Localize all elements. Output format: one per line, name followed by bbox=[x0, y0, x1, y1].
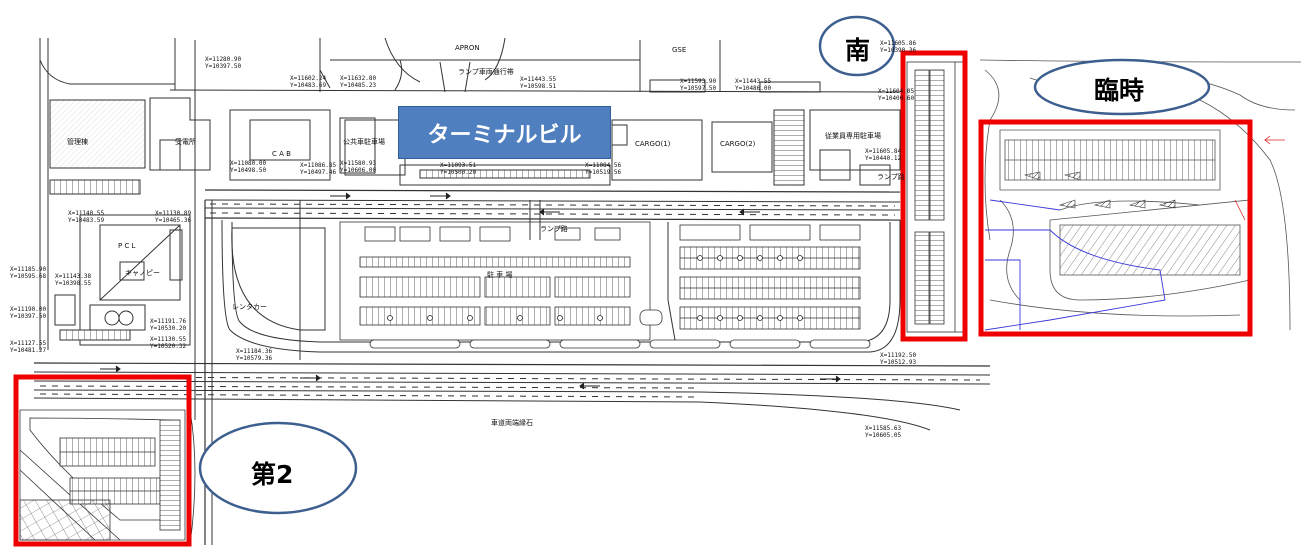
terminal-cargo-buildings bbox=[344, 109, 901, 186]
parking-light-poles bbox=[387, 255, 803, 321]
coord-label: X=11084.56 Y=10519.56 bbox=[585, 162, 622, 176]
parking-lot-label: 駐 車 場 bbox=[487, 271, 513, 279]
temporary-parking-highlight bbox=[978, 119, 1253, 337]
coord-label: X=11127.55 Y=10481.27 bbox=[10, 340, 47, 354]
staff-parking-label: 従業員専用駐車場 bbox=[825, 132, 881, 140]
coord-label: X=11605.86 Y=10390.36 bbox=[880, 40, 917, 54]
south-ellipse bbox=[818, 15, 896, 77]
coord-label: X=11185.90 Y=10595.68 bbox=[10, 266, 47, 280]
coord-label: X=11143.38 Y=10398.55 bbox=[55, 273, 92, 287]
public-parking-label: 公共車駐車場 bbox=[343, 138, 385, 146]
cargo1-label: CARGO(1) bbox=[635, 140, 671, 148]
cargo2-label: CARGO(2) bbox=[720, 140, 756, 148]
highlight-boxes bbox=[13, 50, 1253, 547]
coord-label: X=11604.05 Y=10400.60 bbox=[878, 88, 915, 102]
coord-label: X=11632.80 Y=10485.23 bbox=[340, 75, 377, 89]
coord-label: X=11280.90 Y=10397.50 bbox=[205, 56, 242, 70]
coord-label: X=11130.89 Y=10465.36 bbox=[155, 210, 192, 224]
second-parking-lot bbox=[19, 409, 196, 546]
apron-label: APRON bbox=[455, 44, 480, 52]
south-callout-text: 南 bbox=[845, 36, 871, 65]
coord-label: X=11593.90 Y=10597.50 bbox=[680, 78, 717, 92]
ramp-lane-label: ランプ路 bbox=[540, 225, 568, 233]
coord-label: X=11443.55 Y=10598.51 bbox=[520, 76, 557, 90]
lane-label: 車道両端縁石 bbox=[491, 419, 533, 427]
coord-label: X=11080.00 Y=10498.50 bbox=[230, 160, 267, 174]
coord-label: X=11140.55 Y=10483.59 bbox=[68, 210, 105, 224]
road-network bbox=[33, 38, 991, 545]
gse-label: GSE bbox=[672, 46, 687, 54]
rental-label: レンタカー bbox=[232, 303, 267, 311]
terminal-building-text: ターミナルビル bbox=[427, 122, 582, 148]
south-parking-highlight bbox=[900, 50, 968, 342]
coord-label: X=11580.93 Y=10606.00 bbox=[340, 160, 377, 174]
road-arrows bbox=[100, 192, 841, 390]
coord-label: X=11130.55 Y=10520.32 bbox=[150, 336, 187, 350]
main-parking-lot bbox=[339, 221, 871, 349]
coord-label: X=11093.51 Y=10500.20 bbox=[440, 162, 477, 176]
coord-label: X=11192.50 Y=10512.93 bbox=[880, 352, 917, 366]
pcl-label: P C L bbox=[118, 242, 136, 250]
second-ellipse bbox=[198, 421, 358, 515]
coord-label: X=11605.84 Y=10440.12 bbox=[865, 148, 902, 162]
temporary-parking-area bbox=[979, 59, 1301, 331]
coord-label: X=11184.36 Y=10579.36 bbox=[236, 348, 273, 362]
south-parking-lot bbox=[906, 61, 965, 333]
left-structures bbox=[49, 97, 376, 346]
red-arrows-right bbox=[1234, 135, 1285, 221]
management-label: 管理棟 bbox=[67, 138, 88, 146]
canopy-label: キャノピー bbox=[125, 269, 160, 277]
second-parking-highlight bbox=[13, 374, 192, 547]
temporary-ellipse bbox=[1033, 58, 1211, 116]
callout-ellipses bbox=[198, 15, 1211, 515]
temporary-callout-text: 臨時 bbox=[1094, 76, 1145, 105]
coord-label: X=11585.63 Y=10605.05 bbox=[865, 425, 902, 439]
ramp-label: ランプ車両通行帯 bbox=[458, 68, 514, 76]
coord-label: X=11191.76 Y=10530.20 bbox=[150, 318, 187, 332]
terminal-building-label: ターミナルビル bbox=[398, 106, 611, 159]
coord-label: X=11086.85 Y=10497.46 bbox=[300, 162, 337, 176]
coord-label: X=11602.24 Y=10483.69 bbox=[290, 75, 327, 89]
apron-area bbox=[319, 37, 821, 93]
second-callout-text: 第2 bbox=[251, 460, 294, 489]
ramp-right-label: ランプ路 bbox=[877, 173, 905, 181]
cab-label: C A B bbox=[272, 150, 291, 158]
coord-label: X=11190.00 Y=10397.50 bbox=[10, 306, 47, 320]
power-label: 受電所 bbox=[175, 138, 196, 146]
temporary-hatch-blocks bbox=[1023, 171, 1176, 209]
temporary-blue-lines bbox=[984, 199, 1166, 331]
coord-label: X=11443.55 Y=10486.00 bbox=[735, 78, 772, 92]
